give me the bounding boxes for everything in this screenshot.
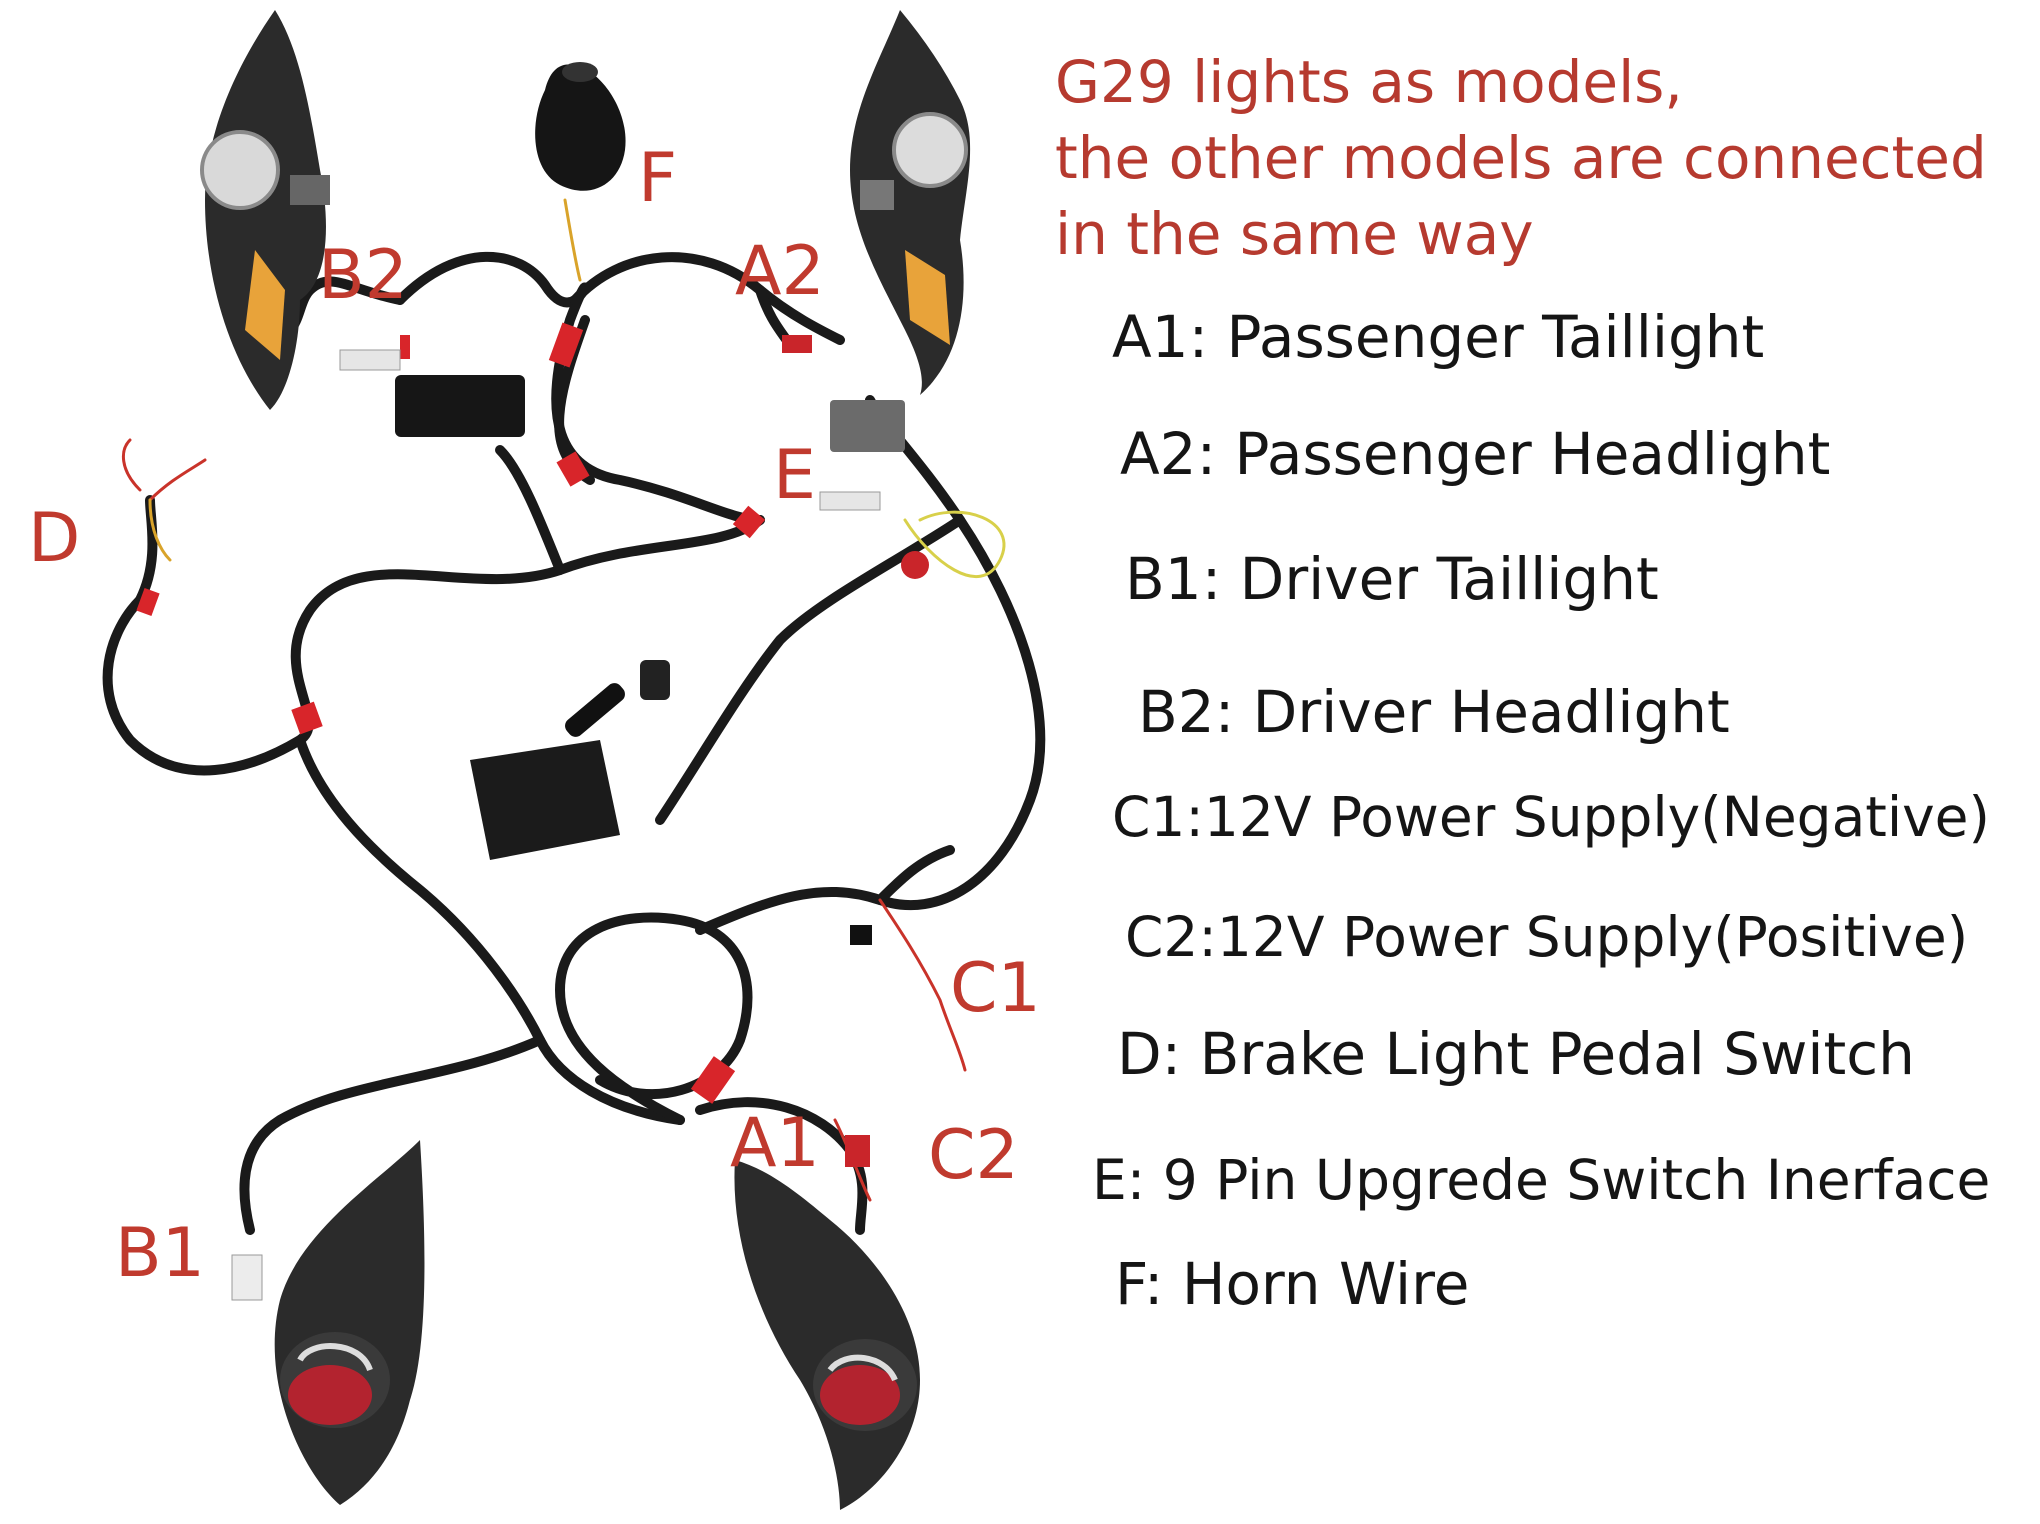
red-tape-marks bbox=[136, 322, 766, 1104]
legend-d: D: Brake Light Pedal Switch bbox=[1117, 1020, 1915, 1088]
relay-box bbox=[830, 400, 905, 452]
callout-e: E bbox=[773, 436, 816, 515]
connectors bbox=[231, 335, 881, 1301]
model-note: G29 lights as models, the other models a… bbox=[1055, 44, 1987, 272]
legend-f: F: Horn Wire bbox=[1115, 1250, 1470, 1318]
legend-b2: B2: Driver Headlight bbox=[1138, 678, 1730, 746]
passenger-headlight-icon bbox=[850, 10, 971, 395]
legend-e: E: 9 Pin Upgrede Switch Inerface bbox=[1092, 1148, 1991, 1212]
callout-c2: C2 bbox=[928, 1116, 1019, 1195]
legend-c2: C2:12V Power Supply(Positive) bbox=[1125, 905, 1969, 969]
callout-d: D bbox=[28, 499, 81, 578]
legend-b1: B1: Driver Taillight bbox=[1125, 545, 1659, 613]
wiring-harness-illustration bbox=[102, 10, 1046, 1510]
callout-a2: A2 bbox=[735, 232, 825, 311]
callout-c1: C1 bbox=[950, 949, 1041, 1028]
legend-a1: A1: Passenger Taillight bbox=[1112, 303, 1765, 371]
model-note-line: G29 lights as models, bbox=[1055, 48, 1683, 116]
model-note-line: in the same way bbox=[1055, 200, 1534, 268]
driver-headlight-icon bbox=[200, 10, 330, 410]
red-button-icon bbox=[901, 551, 929, 579]
model-note-line: the other models are connected bbox=[1055, 124, 1987, 192]
thin-wires bbox=[121, 198, 1006, 1202]
legend-c1: C1:12V Power Supply(Negative) bbox=[1112, 785, 1990, 849]
driver-taillight-icon bbox=[274, 1140, 425, 1505]
callout-f: F bbox=[638, 139, 678, 218]
callout-a1: A1 bbox=[730, 1104, 820, 1183]
legend-a2: A2: Passenger Headlight bbox=[1120, 420, 1831, 488]
control-box bbox=[395, 375, 525, 437]
passenger-taillight-icon bbox=[734, 1160, 920, 1510]
horn-icon bbox=[535, 62, 626, 191]
callout-b2: B2 bbox=[318, 236, 408, 315]
callout-b1: B1 bbox=[115, 1214, 205, 1293]
turn-signal-switch bbox=[470, 660, 670, 860]
